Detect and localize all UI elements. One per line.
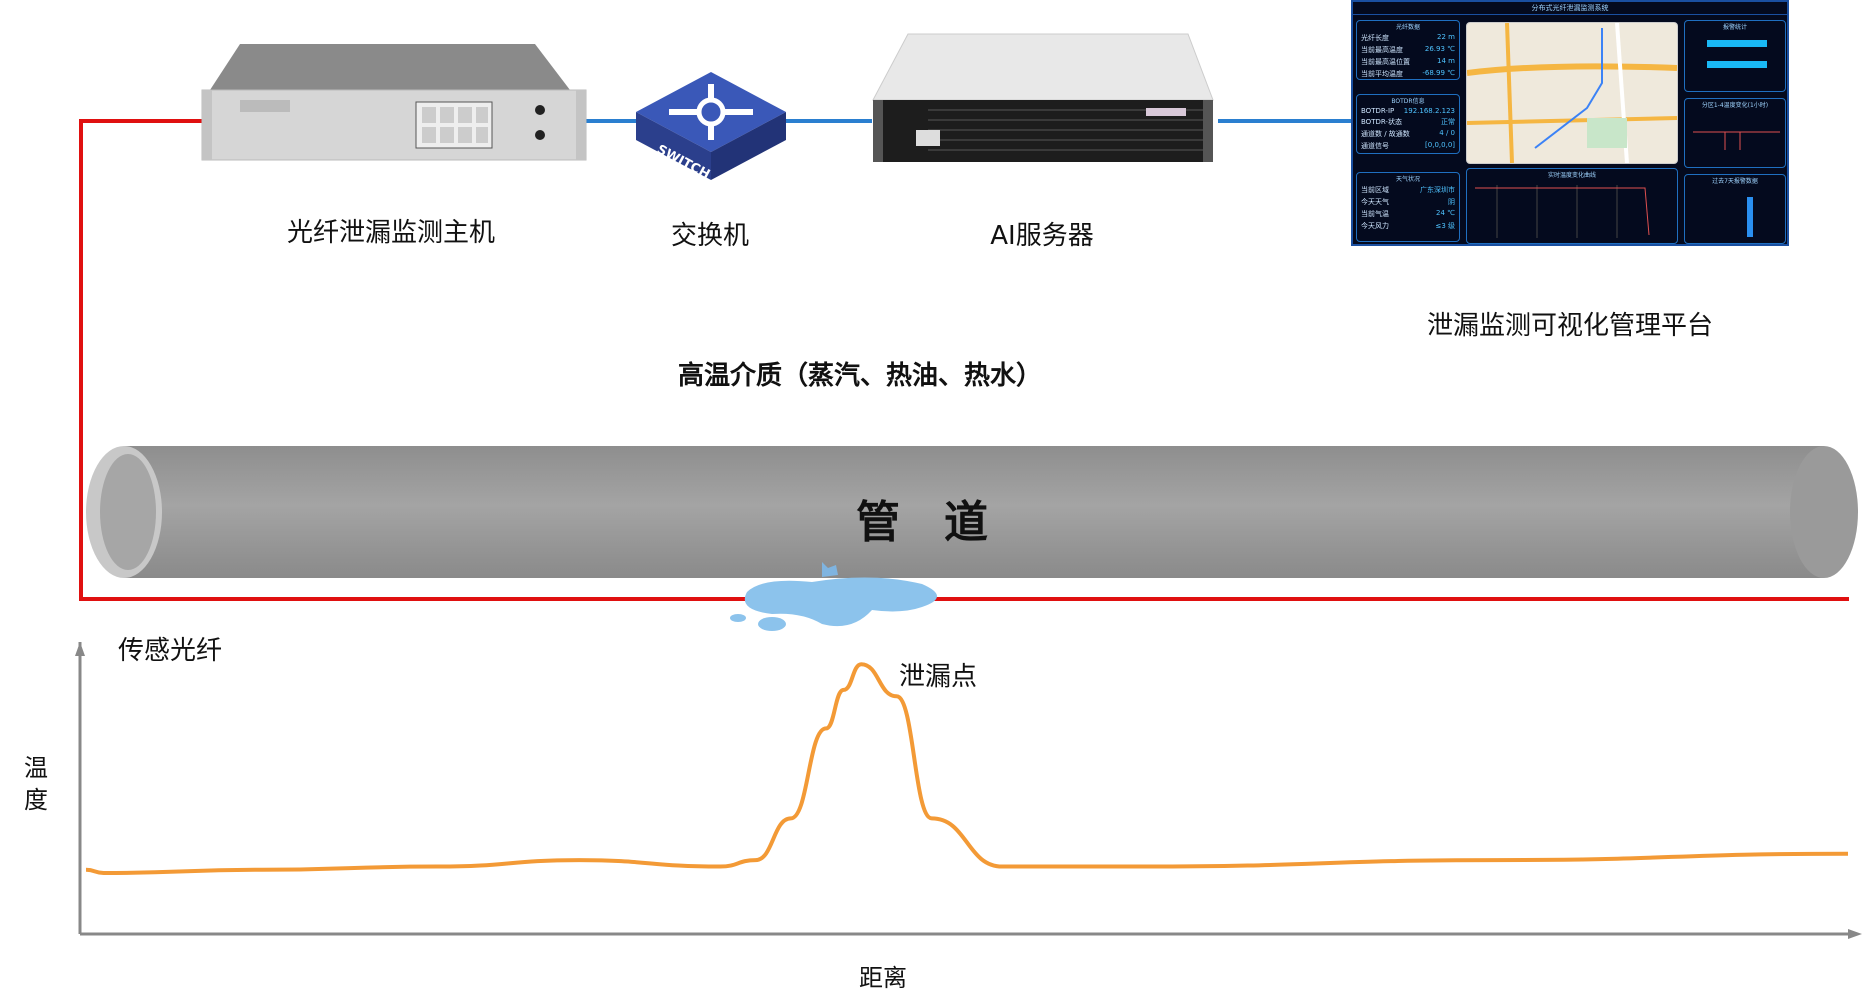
medium-label: 高温介质（蒸汽、热油、热水） bbox=[677, 361, 1043, 391]
row-label: 通道信号 bbox=[1361, 142, 1389, 150]
row-label: 当前区域 bbox=[1361, 186, 1389, 194]
temperature-chart bbox=[75, 642, 1862, 939]
panel-7day-alarms: 过去7天报警数据 bbox=[1684, 174, 1786, 244]
row-value: 192.168.2.123 bbox=[1403, 107, 1455, 115]
host-label: 光纤泄漏监测主机 bbox=[286, 218, 496, 248]
panel-title: 过去7天报警数据 bbox=[1712, 178, 1758, 185]
panel-weather: 天气状况 当前区域 广东深圳市 今天天气 阴 当前气温 24 ℃ 今天风力 ≤3 级 bbox=[1356, 172, 1460, 242]
panel-zone-temp: 分区1-4温度变化(1小时) bbox=[1684, 98, 1786, 168]
panel-title: 报警统计 bbox=[1722, 24, 1747, 31]
panel-title: 光纤数据 bbox=[1395, 24, 1420, 31]
dashboard-title: 分布式光纤泄漏监测系统 bbox=[1353, 2, 1787, 15]
panel-title: 天气状况 bbox=[1395, 176, 1420, 183]
row-value: [0,0,0,0] bbox=[1425, 141, 1455, 149]
y-axis-arrow-icon bbox=[75, 642, 85, 656]
panel-botdr-info: BOTDR信息 BOTDR-IP 192.168.2.123 BOTDR-状态 正常… bbox=[1356, 94, 1460, 154]
row-value: 阴 bbox=[1448, 198, 1455, 206]
row-label: BOTDR-IP bbox=[1361, 107, 1395, 115]
row-label: 当前平均温度 bbox=[1361, 70, 1403, 78]
realtime-temperature-chart: 实时温度变化曲线 bbox=[1466, 168, 1678, 244]
row-value: 24 ℃ bbox=[1436, 209, 1455, 217]
pipe bbox=[86, 446, 1858, 578]
row-label: 当前最高温度 bbox=[1361, 46, 1403, 54]
leak-puddle-icon bbox=[730, 562, 937, 631]
row-label: 今天天气 bbox=[1361, 198, 1389, 206]
fiber-label: 传感光纤 bbox=[117, 636, 223, 666]
x-axis-arrow-icon bbox=[1848, 929, 1862, 939]
fiber-bottom-segment bbox=[79, 597, 1849, 601]
platform-label: 泄漏监测可视化管理平台 bbox=[1426, 311, 1714, 341]
y-axis-label: 温度 bbox=[24, 754, 48, 814]
switch-icon: SWITCH bbox=[636, 72, 786, 182]
row-value: 正常 bbox=[1441, 118, 1455, 126]
row-label: BOTDR-状态 bbox=[1361, 118, 1402, 126]
row-value: -68.99 ℃ bbox=[1422, 69, 1455, 77]
cable-server-platform bbox=[1218, 119, 1353, 123]
row-value: 4 / 0 bbox=[1439, 129, 1455, 137]
cable-switch-server bbox=[784, 119, 872, 123]
panel-alarm-stats: 报警统计 bbox=[1684, 20, 1786, 92]
row-label: 今天风力 bbox=[1361, 222, 1389, 230]
x-axis-label: 距离 bbox=[859, 964, 907, 992]
fiber-vertical-segment bbox=[79, 119, 83, 601]
row-label: 当前气温 bbox=[1361, 210, 1389, 218]
row-value: 广东深圳市 bbox=[1420, 186, 1455, 194]
map-panel bbox=[1466, 22, 1678, 164]
row-value: 26.93 ℃ bbox=[1424, 45, 1455, 53]
pipe-label: 管 道 bbox=[856, 497, 988, 548]
row-label: 通道数 / 故通数 bbox=[1361, 130, 1410, 138]
switch-label: 交换机 bbox=[670, 221, 750, 251]
row-value: 14 m bbox=[1437, 57, 1455, 65]
panel-title: BOTDR信息 bbox=[1391, 98, 1425, 105]
row-value: 22 m bbox=[1437, 33, 1455, 41]
cable-host-switch bbox=[586, 119, 638, 123]
server-label: AI服务器 bbox=[990, 221, 1094, 251]
leak-point-label: 泄漏点 bbox=[898, 662, 978, 692]
panel-title: 实时温度变化曲线 bbox=[1547, 172, 1596, 179]
row-label: 当前最高温位置 bbox=[1361, 58, 1410, 66]
ai-server-device bbox=[872, 33, 1214, 162]
row-label: 光纤长度 bbox=[1361, 34, 1389, 42]
fiber-top-segment bbox=[79, 119, 203, 123]
monitoring-host-device bbox=[201, 44, 587, 161]
panel-title: 分区1-4温度变化(1小时) bbox=[1701, 102, 1769, 109]
row-value: ≤3 级 bbox=[1435, 222, 1455, 230]
temperature-curve bbox=[85, 662, 1849, 875]
